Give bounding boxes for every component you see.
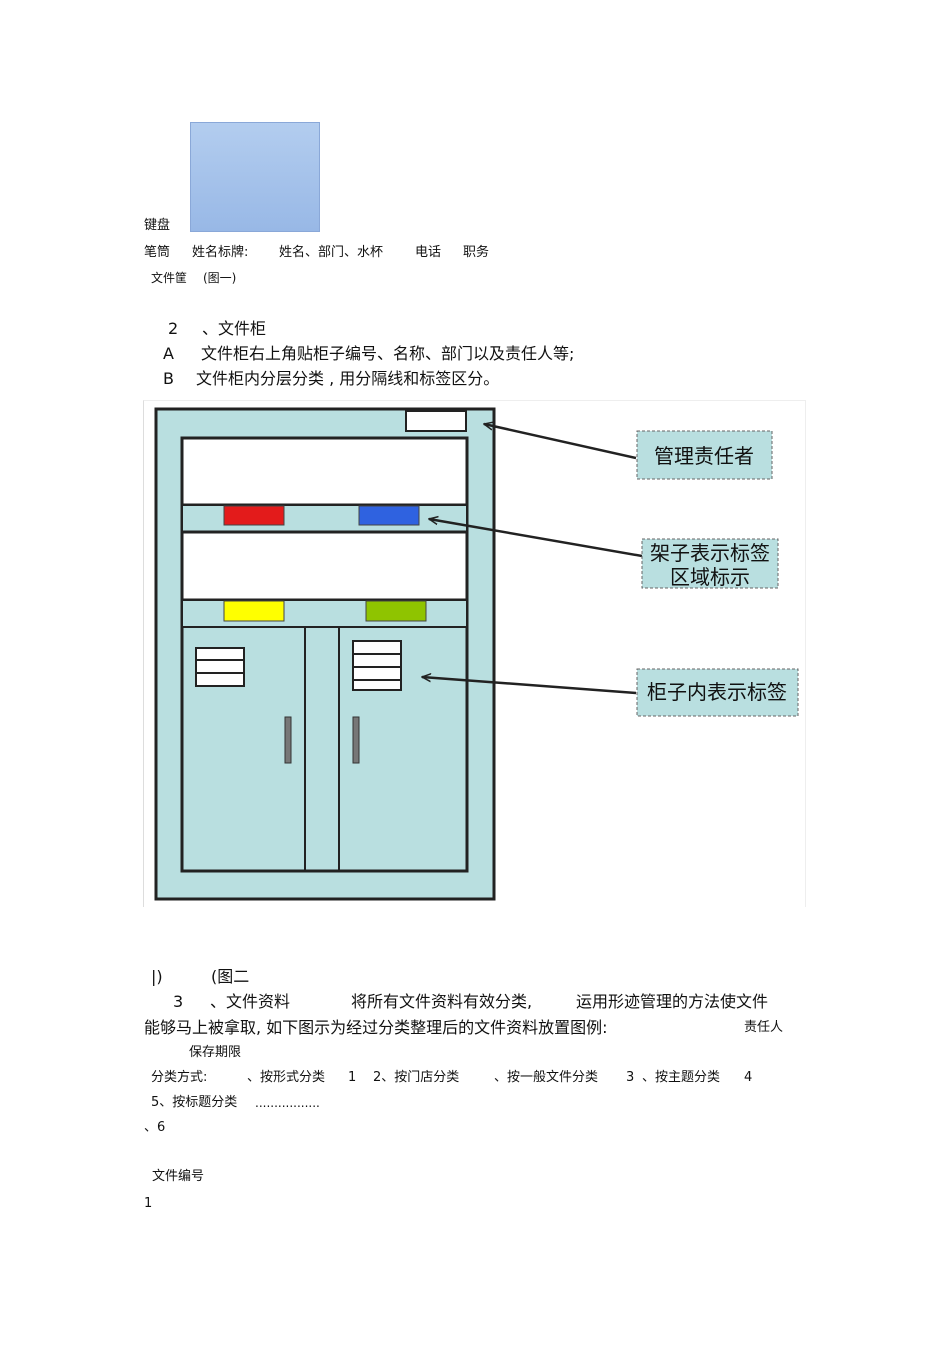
callout-inside-text: 柜子内表示标签 xyxy=(647,680,787,704)
cabinet-number-plate xyxy=(405,410,467,432)
phone-label: 电话 xyxy=(415,245,442,260)
class-n4: 4 xyxy=(744,1070,753,1085)
class-2: 2、按门店分类 xyxy=(373,1070,460,1085)
shelf-label-red xyxy=(223,505,285,526)
callout-shelf-text-1: 架子表示标签 xyxy=(650,541,770,565)
fig2-caption-left: |) xyxy=(151,967,163,986)
monitor-shape xyxy=(190,122,320,232)
fig2-caption: (图二 xyxy=(211,967,250,986)
arrow-shelf xyxy=(429,519,643,558)
file-number-label: 文件编号 xyxy=(152,1169,205,1184)
arrow-inside xyxy=(422,677,637,695)
class-n3: 3 xyxy=(626,1070,635,1085)
keyboard-label: 键盘 xyxy=(144,218,171,233)
fig1-caption: (图一) xyxy=(203,271,237,285)
shelf-label-blue xyxy=(358,505,420,526)
shelf-label-yellow xyxy=(223,600,285,622)
class-3: 、按一般文件分类 xyxy=(494,1070,599,1085)
class-n1: 1 xyxy=(348,1070,357,1085)
class-5: 5、按标题分类 xyxy=(151,1095,238,1110)
responsible-label: 责任人 xyxy=(744,1020,784,1035)
item-b-letter: B xyxy=(163,369,174,388)
job-label: 职务 xyxy=(463,245,490,260)
sec3-line2: 能够马上被拿取, 如下图示为经过分类整理后的文件资料放置图例: xyxy=(144,1018,608,1037)
right-door-labels xyxy=(352,640,402,691)
cabinet-diagram: 管理责任者 架子表示标签 区域标示 柜子内表示标签 xyxy=(143,400,806,907)
name-plate-items: 姓名、部门、水杯 xyxy=(279,245,384,260)
sec2-num: 2 xyxy=(168,319,179,338)
callout-shelf-box xyxy=(641,538,779,589)
file-basket-label: 文件筐 xyxy=(151,271,188,285)
shelf-1 xyxy=(180,436,469,507)
shelf-2 xyxy=(180,530,469,602)
retention-label: 保存期限 xyxy=(189,1045,242,1060)
shelf-label-green xyxy=(365,600,427,622)
class-dots: ................. xyxy=(255,1096,320,1110)
name-plate-label: 姓名标牌: xyxy=(192,245,249,260)
pen-holder-label: 笔筒 xyxy=(144,245,171,260)
left-door-handle xyxy=(284,716,292,764)
class-1: 、按形式分类 xyxy=(247,1070,326,1085)
callout-shelf-text-2: 区域标示 xyxy=(670,565,750,589)
right-door-handle xyxy=(352,716,360,764)
item-a-text: 文件柜右上角贴柜子编号、名称、部门以及责任人等; xyxy=(201,344,575,363)
class-n6: 、6 xyxy=(144,1120,166,1135)
callout-manager-text: 管理责任者 xyxy=(654,444,754,468)
callout-inside-box xyxy=(636,668,799,717)
class-4: 、按主题分类 xyxy=(642,1070,721,1085)
sec3-text1: 将所有文件资料有效分类, xyxy=(351,992,533,1011)
left-door-labels xyxy=(195,647,245,687)
arrow-manager xyxy=(484,424,637,460)
row-one: 1 xyxy=(144,1196,153,1211)
sec3-num: 3 xyxy=(173,992,184,1011)
item-b-text: 文件柜内分层分类 , 用分隔线和标签区分。 xyxy=(196,369,500,388)
sec3-text2: 运用形迹管理的方法使文件 xyxy=(576,992,769,1011)
callout-manager-box xyxy=(636,430,773,480)
item-a-letter: A xyxy=(163,344,174,363)
sec3-heading: 、文件资料 xyxy=(210,992,291,1011)
sec2-heading: 、文件柜 xyxy=(202,319,267,338)
class-label: 分类方式: xyxy=(151,1070,208,1085)
